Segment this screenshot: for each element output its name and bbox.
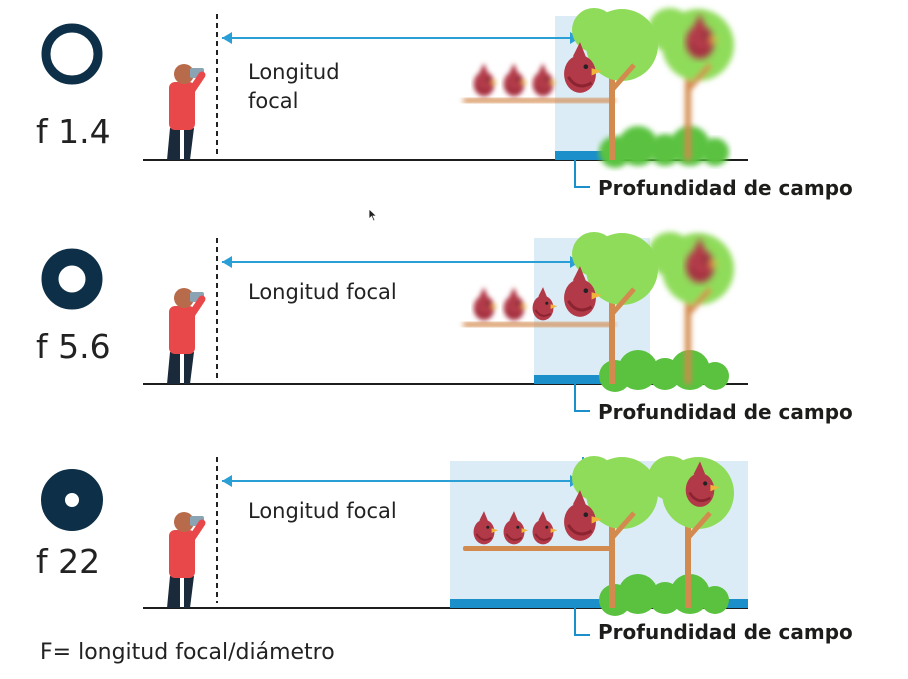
panel-f22: f 22 Longitud focal Profundidad de campo bbox=[0, 448, 908, 663]
photographer-figure bbox=[167, 512, 206, 608]
bird bbox=[503, 63, 529, 97]
focal-length-label: Longitud focal bbox=[248, 278, 397, 307]
panel-f5-6: f 5.6 Longitud focal Profundidad de camp… bbox=[0, 224, 908, 439]
depth-of-field-label: Profundidad de campo bbox=[598, 400, 853, 424]
depth-of-field-label: Profundidad de campo bbox=[598, 176, 853, 200]
panel-f1-4: f 1.4 Longitud focal Profundidad de camp… bbox=[0, 0, 908, 215]
tree bbox=[572, 8, 658, 160]
bird bbox=[473, 287, 499, 321]
focal-length-text: Longitud focal bbox=[248, 60, 340, 113]
dof-bracket bbox=[574, 608, 590, 636]
bird bbox=[503, 511, 529, 545]
formula-text: F= longitud focal/diámetro bbox=[40, 640, 335, 665]
branch bbox=[463, 98, 615, 103]
focal-length-arrow bbox=[222, 32, 580, 44]
bird bbox=[473, 511, 499, 545]
fstop-label: f 5.6 bbox=[36, 327, 111, 366]
tree bbox=[572, 232, 658, 384]
bird bbox=[532, 63, 558, 97]
tree bbox=[572, 456, 658, 608]
bird bbox=[685, 461, 720, 507]
fstop-label: f 22 bbox=[36, 542, 101, 581]
bush bbox=[599, 126, 729, 168]
mouse-cursor-icon bbox=[368, 208, 378, 222]
bird bbox=[564, 42, 602, 93]
aperture-medium-icon bbox=[41, 248, 103, 310]
depth-of-field-bar bbox=[555, 151, 615, 160]
fstop-label: f 1.4 bbox=[36, 112, 111, 151]
depth-of-field-label: Profundidad de campo bbox=[598, 620, 853, 644]
focal-length-text: Longitud focal bbox=[248, 499, 397, 523]
focal-length-text: Longitud focal bbox=[248, 280, 397, 304]
bird bbox=[473, 63, 499, 97]
focal-length-label: Longitud focal bbox=[248, 58, 340, 116]
dof-bracket bbox=[574, 160, 590, 188]
bird bbox=[564, 490, 602, 541]
bird bbox=[685, 13, 720, 59]
scene-illustration bbox=[143, 232, 748, 412]
bird bbox=[685, 237, 720, 283]
focal-length-arrow bbox=[222, 256, 580, 268]
bird bbox=[564, 266, 602, 317]
depth-of-field-bar bbox=[534, 375, 650, 384]
depth-of-field-bar bbox=[450, 599, 748, 608]
scene-illustration bbox=[143, 456, 748, 636]
bird bbox=[532, 287, 558, 321]
photographer-figure bbox=[167, 288, 206, 384]
branch bbox=[463, 322, 615, 327]
scene-illustration bbox=[143, 8, 748, 188]
dof-bracket bbox=[574, 384, 590, 412]
aperture-narrow-icon bbox=[41, 469, 103, 531]
focal-length-label: Longitud focal bbox=[248, 497, 397, 526]
bird bbox=[532, 511, 558, 545]
photographer-figure bbox=[167, 64, 206, 160]
branch bbox=[463, 546, 615, 551]
bird bbox=[503, 287, 529, 321]
aperture-wide-icon bbox=[41, 23, 103, 85]
